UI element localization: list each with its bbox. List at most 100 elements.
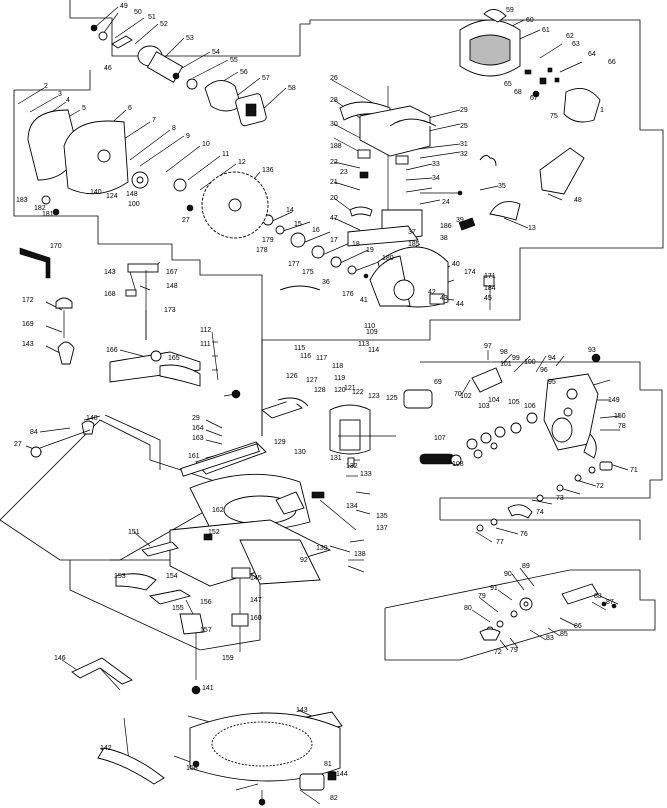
part-label: 47 (330, 215, 338, 222)
part-label: 37 (408, 229, 416, 236)
part-label: 143 (104, 269, 116, 276)
part-label: 84 (30, 429, 38, 436)
part-label: 100 (128, 201, 140, 208)
part-label: 145 (250, 575, 262, 582)
part-label: 159 (222, 655, 234, 662)
part-label: 14 (286, 207, 294, 214)
part-label: 151 (128, 529, 140, 536)
part-label: 122 (352, 389, 364, 396)
part-label: 40 (452, 261, 460, 268)
part-labels: 49 50 51 52 53 54 55 56 57 58 46 59 60 6… (14, 3, 638, 802)
part-label: 176 (342, 291, 354, 298)
part-label: 4 (66, 97, 70, 104)
part-label: 117 (316, 355, 327, 362)
part-label: 109 (366, 329, 378, 336)
part-label: 163 (192, 435, 204, 442)
part-label: 130 (294, 449, 306, 456)
part-label: 21 (330, 179, 338, 186)
part-label: 59 (506, 7, 514, 14)
part-label: 188 (330, 143, 342, 150)
part-label: 102 (460, 393, 472, 400)
part-label: 137 (376, 525, 388, 532)
part-label: 63 (572, 41, 580, 48)
part-label: 123 (368, 393, 380, 400)
part-label: 80 (464, 605, 472, 612)
part-label: 134 (346, 503, 358, 510)
part-label: 162 (212, 507, 224, 514)
part-label: 173 (164, 307, 176, 314)
part-label: 73 (556, 495, 564, 502)
part-label: 129 (274, 439, 286, 446)
part-label: 127 (306, 377, 318, 384)
part-label: 112 (200, 327, 211, 334)
part-label: 107 (434, 435, 446, 442)
part-label: 9 (186, 133, 190, 140)
part-label: 91 (490, 585, 498, 592)
part-label: 72 (494, 649, 502, 656)
part-label: 157 (200, 627, 212, 634)
part-label: 30 (330, 121, 338, 128)
part-label: 108 (452, 461, 464, 468)
part-label: 141 (202, 685, 214, 692)
part-label: 116 (300, 353, 311, 360)
part-label: 26 (330, 75, 338, 82)
part-label: 180 (382, 255, 394, 262)
part-label: 41 (360, 297, 368, 304)
part-label: 32 (460, 151, 468, 158)
part-label: 77 (496, 539, 504, 546)
part-label: 140 (90, 189, 102, 196)
part-label: 31 (460, 141, 468, 148)
part-label: 128 (314, 387, 326, 394)
part-label: 118 (332, 363, 343, 370)
part-label: 6 (128, 105, 132, 112)
part-label: 36 (322, 279, 330, 286)
part-label: 144 (336, 771, 348, 778)
part-label: 152 (208, 529, 220, 536)
part-label: 177 (288, 261, 300, 268)
part-label: 133 (360, 471, 372, 478)
part-label: 1 (600, 107, 604, 114)
part-label: 172 (22, 297, 34, 304)
part-label: 96 (540, 367, 548, 374)
part-label: 148 (166, 283, 178, 290)
part-label: 95 (548, 379, 556, 386)
part-label: 17 (330, 237, 338, 244)
part-label: 113 (358, 341, 369, 348)
part-label: 72 (596, 483, 604, 490)
part-label: 12 (238, 159, 246, 166)
part-label: 98 (500, 349, 508, 356)
part-label: 71 (630, 467, 638, 474)
part-label: 167 (166, 269, 178, 276)
part-label: 99 (512, 355, 520, 362)
part-label: 13 (528, 225, 536, 232)
part-label: 50 (134, 9, 142, 16)
parts (19, 9, 617, 806)
part-label: 148 (126, 191, 138, 198)
part-label: 25 (460, 123, 468, 130)
part-label: 89 (522, 563, 530, 570)
part-label: 111 (200, 341, 211, 348)
part-label: 150 (614, 413, 626, 420)
part-label: 67 (530, 95, 538, 102)
section-borders (0, 0, 664, 661)
part-label: 5 (82, 105, 86, 112)
part-label: 57 (262, 75, 270, 82)
part-label: 164 (192, 425, 204, 432)
part-label: 131 (330, 455, 342, 462)
part-label: 29 (460, 107, 468, 114)
part-label: 132 (346, 463, 358, 470)
part-label: 19 (366, 247, 374, 254)
part-label: 114 (368, 347, 379, 354)
part-label: 27 (182, 217, 190, 224)
part-label: 165 (168, 355, 180, 362)
part-label: 3 (58, 91, 62, 98)
part-label: 88 (594, 593, 602, 600)
part-label: 53 (186, 35, 194, 42)
part-label: 29 (192, 415, 200, 422)
part-label: 183 (16, 197, 28, 204)
leader-lines (17, 6, 629, 806)
part-label: 18 (352, 241, 360, 248)
part-label: 169 (22, 321, 34, 328)
part-label: 65 (504, 81, 512, 88)
